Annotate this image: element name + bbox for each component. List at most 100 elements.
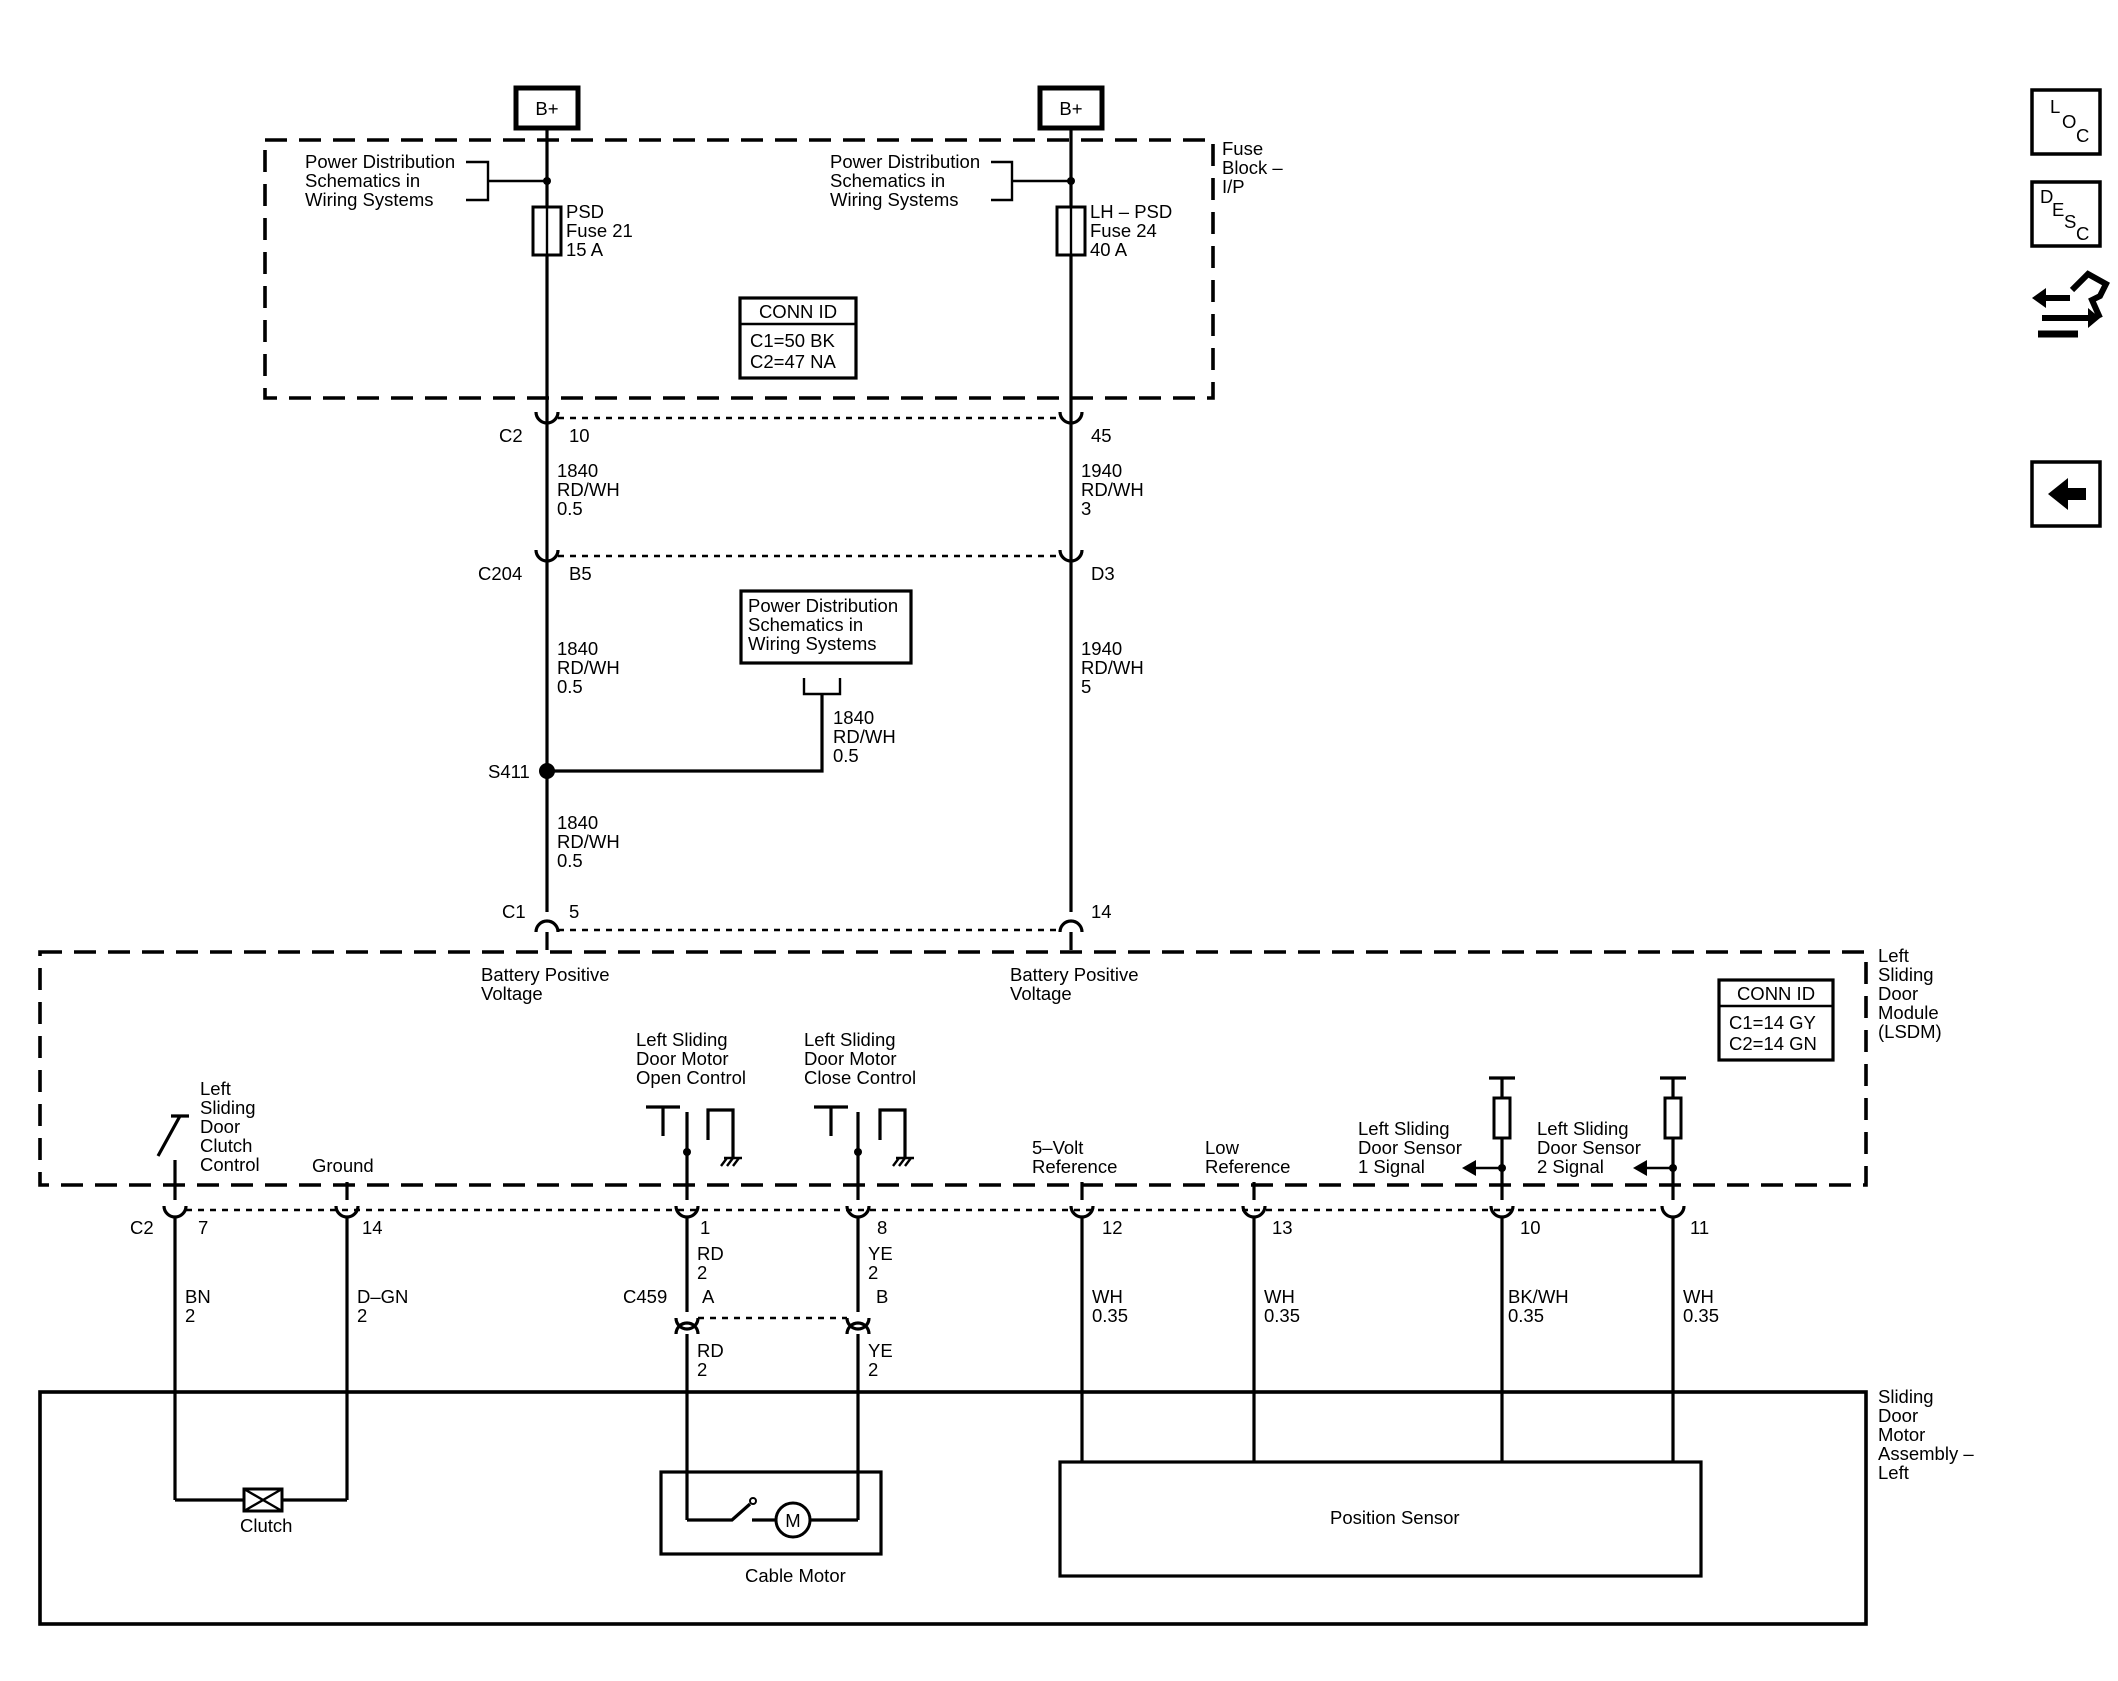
svg-text:BK/WH: BK/WH bbox=[1508, 1286, 1569, 1307]
svg-text:0.5: 0.5 bbox=[557, 676, 583, 697]
fuse-block-label: Fuse Block – I/P bbox=[1222, 138, 1283, 197]
svg-text:C2: C2 bbox=[499, 425, 523, 446]
battery-voltage-label-left: Battery Positive Voltage bbox=[481, 964, 610, 1004]
sensor-2-signal: Left Sliding Door Sensor 2 Signal bbox=[1537, 1076, 1686, 1200]
svg-text:3: 3 bbox=[1081, 498, 1091, 519]
svg-text:Ground: Ground bbox=[312, 1155, 374, 1176]
svg-text:Left Sliding: Left Sliding bbox=[636, 1029, 728, 1050]
connector-c459: C459 A B bbox=[623, 1286, 888, 1335]
svg-text:Wiring Systems: Wiring Systems bbox=[305, 189, 434, 210]
svg-text:RD: RD bbox=[697, 1243, 724, 1264]
left-arrow-icon bbox=[2048, 478, 2086, 510]
lsdm-label: Left Sliding Door Module (LSDM) bbox=[1878, 945, 1942, 1042]
lsdm-conn-id: CONN ID C1=14 GY C2=14 GN bbox=[1717, 978, 1835, 1062]
svg-text:YE: YE bbox=[868, 1243, 893, 1264]
svg-text:E: E bbox=[2052, 199, 2064, 220]
wire-close: YE 2 bbox=[868, 1243, 893, 1283]
connector-swap-icon[interactable] bbox=[2032, 270, 2110, 338]
svg-text:Door Sensor: Door Sensor bbox=[1358, 1137, 1462, 1158]
svg-text:Left Sliding: Left Sliding bbox=[804, 1029, 896, 1050]
motor-open-control: Left Sliding Door Motor Open Control bbox=[636, 1029, 746, 1200]
svg-text:D3: D3 bbox=[1091, 563, 1115, 584]
svg-text:O: O bbox=[2062, 111, 2076, 132]
svg-text:2: 2 bbox=[868, 1359, 878, 1380]
svg-text:Wiring Systems: Wiring Systems bbox=[830, 189, 959, 210]
svg-text:10: 10 bbox=[569, 425, 590, 446]
svg-text:A: A bbox=[702, 1286, 715, 1307]
back-button[interactable] bbox=[2030, 460, 2102, 528]
svg-text:Left: Left bbox=[1878, 945, 1909, 966]
svg-text:Voltage: Voltage bbox=[481, 983, 543, 1004]
svg-text:C: C bbox=[2076, 125, 2089, 146]
svg-text:Door: Door bbox=[1878, 983, 1918, 1004]
svg-text:0.5: 0.5 bbox=[833, 745, 859, 766]
svg-text:Fuse: Fuse bbox=[1222, 138, 1263, 159]
svg-text:S411: S411 bbox=[488, 761, 530, 782]
svg-text:CONN ID: CONN ID bbox=[1737, 983, 1815, 1004]
svg-text:PSD: PSD bbox=[566, 201, 604, 222]
svg-text:C1=14 GY: C1=14 GY bbox=[1729, 1012, 1816, 1033]
svg-text:5: 5 bbox=[569, 901, 579, 922]
svg-text:15 A: 15 A bbox=[566, 239, 604, 260]
svg-text:2: 2 bbox=[868, 1262, 878, 1283]
svg-text:RD/WH: RD/WH bbox=[557, 479, 620, 500]
low-reference: Low Reference bbox=[1205, 1137, 1290, 1200]
svg-text:C1=50 BK: C1=50 BK bbox=[750, 330, 836, 351]
svg-text:Schematics in: Schematics in bbox=[830, 170, 945, 191]
wire-motor-close: YE 2 bbox=[868, 1340, 893, 1380]
wire-clutch: BN 2 bbox=[185, 1286, 211, 1326]
svg-text:Door: Door bbox=[200, 1116, 240, 1137]
five-volt-reference: 5–Volt Reference bbox=[1032, 1137, 1117, 1200]
svg-text:Sliding: Sliding bbox=[1878, 1386, 1934, 1407]
svg-text:Left Sliding: Left Sliding bbox=[1537, 1118, 1629, 1139]
svg-text:Clutch: Clutch bbox=[200, 1135, 252, 1156]
svg-text:Left: Left bbox=[1878, 1462, 1909, 1483]
cable-motor: M Cable Motor bbox=[659, 1470, 883, 1586]
svg-text:1940: 1940 bbox=[1081, 460, 1122, 481]
sensor-1-signal: Left Sliding Door Sensor 1 Signal bbox=[1358, 1076, 1515, 1200]
wire-1840-upper: 1840 RD/WH 0.5 bbox=[557, 460, 620, 519]
svg-text:2: 2 bbox=[185, 1305, 195, 1326]
svg-text:7: 7 bbox=[198, 1217, 208, 1238]
clutch: Clutch bbox=[175, 1487, 347, 1536]
svg-text:Assembly –: Assembly – bbox=[1878, 1443, 1974, 1464]
svg-text:1840: 1840 bbox=[833, 707, 874, 728]
fuse-21: PSD Fuse 21 15 A bbox=[531, 201, 633, 260]
svg-text:Battery Positive: Battery Positive bbox=[481, 964, 610, 985]
svg-text:Low: Low bbox=[1205, 1137, 1240, 1158]
fuse-block-outline bbox=[263, 138, 1215, 400]
connector-c2-top: C2 10 45 bbox=[499, 411, 1112, 446]
wire-1840-lower: 1840 RD/WH 0.5 bbox=[557, 812, 620, 871]
svg-text:WH: WH bbox=[1683, 1286, 1714, 1307]
svg-text:BN: BN bbox=[185, 1286, 211, 1307]
svg-text:12: 12 bbox=[1102, 1217, 1123, 1238]
svg-text:D: D bbox=[2040, 186, 2053, 207]
svg-text:RD/WH: RD/WH bbox=[1081, 657, 1144, 678]
svg-text:14: 14 bbox=[1091, 901, 1112, 922]
svg-text:5–Volt: 5–Volt bbox=[1032, 1137, 1083, 1158]
svg-text:Open Control: Open Control bbox=[636, 1067, 746, 1088]
svg-text:0.5: 0.5 bbox=[557, 850, 583, 871]
description-button[interactable]: D E S C bbox=[2030, 180, 2102, 248]
svg-text:11: 11 bbox=[1690, 1217, 1709, 1238]
svg-text:1840: 1840 bbox=[557, 638, 598, 659]
svg-text:2: 2 bbox=[357, 1305, 367, 1326]
svg-text:C2=14 GN: C2=14 GN bbox=[1729, 1033, 1817, 1054]
svg-text:C204: C204 bbox=[478, 563, 522, 584]
svg-text:Power Distribution: Power Distribution bbox=[305, 151, 455, 172]
svg-text:YE: YE bbox=[868, 1340, 893, 1361]
svg-text:L: L bbox=[2050, 96, 2060, 117]
svg-text:C2: C2 bbox=[130, 1217, 154, 1238]
motor-assembly-outline bbox=[38, 1390, 1868, 1626]
svg-text:Power Distribution: Power Distribution bbox=[830, 151, 980, 172]
svg-text:Schematics in: Schematics in bbox=[748, 614, 863, 635]
svg-text:8: 8 bbox=[877, 1217, 887, 1238]
motor-close-control: Left Sliding Door Motor Close Control bbox=[804, 1029, 916, 1200]
svg-text:CONN ID: CONN ID bbox=[759, 301, 837, 322]
svg-text:C2=47 NA: C2=47 NA bbox=[750, 351, 837, 372]
svg-text:(LSDM): (LSDM) bbox=[1878, 1021, 1942, 1042]
location-button[interactable]: L O C bbox=[2030, 88, 2102, 156]
battery-voltage-label-right: Battery Positive Voltage bbox=[1010, 964, 1139, 1004]
svg-text:WH: WH bbox=[1264, 1286, 1295, 1307]
wire-sensor-2: WH 0.35 bbox=[1683, 1286, 1719, 1326]
